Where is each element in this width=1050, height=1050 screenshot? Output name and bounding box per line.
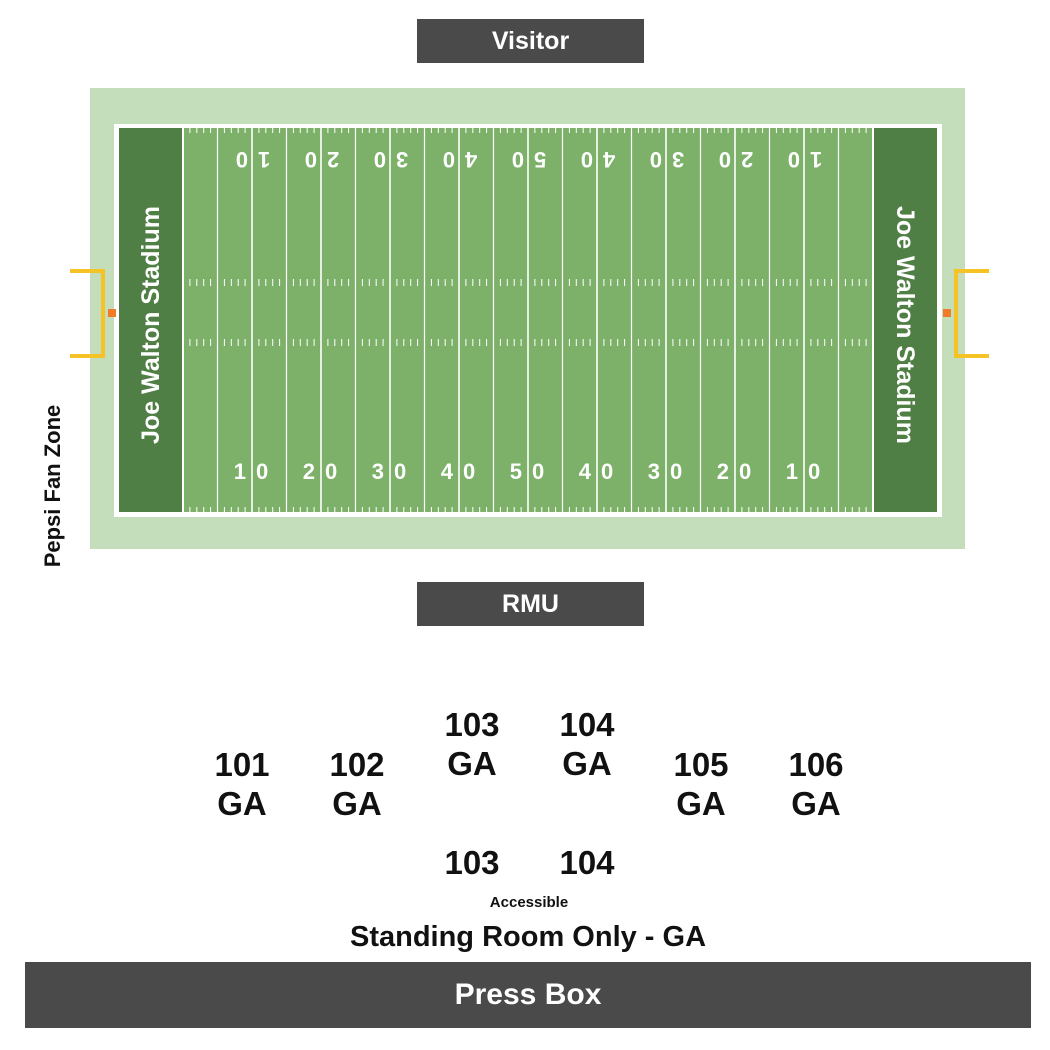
- pepsi-fan-zone-label[interactable]: Pepsi Fan Zone: [40, 404, 65, 568]
- section-101[interactable]: 101 GA: [214, 745, 269, 823]
- yard-number: 1 0: [786, 147, 823, 172]
- yard-number: 4 0: [579, 459, 616, 484]
- section-type: GA: [791, 785, 841, 822]
- yard-number: 5 0: [510, 459, 547, 484]
- section-type: GA: [562, 745, 612, 782]
- yard-number: 5 0: [510, 147, 547, 172]
- section-number: 101: [214, 746, 270, 783]
- end-zone-right: [873, 128, 937, 512]
- yard-number: 2 0: [303, 459, 340, 484]
- section-type: GA: [676, 785, 726, 822]
- section-type: GA: [217, 785, 267, 822]
- yard-number: 3 0: [372, 459, 409, 484]
- section-106[interactable]: 106 GA: [788, 745, 843, 823]
- home-section-label[interactable]: RMU: [417, 582, 644, 626]
- hash-marks: [189, 128, 867, 512]
- section-105[interactable]: 105 GA: [673, 745, 728, 823]
- section-103[interactable]: 103 GA: [444, 705, 499, 783]
- yard-number: 2 0: [717, 459, 754, 484]
- section-number: 106: [788, 746, 844, 783]
- yard-number: 3 0: [648, 147, 685, 172]
- yard-lines: [182, 128, 874, 512]
- section-104[interactable]: 104 GA: [559, 705, 614, 783]
- end-zone-left-text: Joe Walton Stadium: [137, 206, 165, 444]
- section-type: GA: [447, 745, 497, 782]
- goal-post-right-icon: [943, 269, 989, 358]
- section-103-accessible[interactable]: 103: [444, 844, 500, 881]
- yard-number: 3 0: [372, 147, 409, 172]
- yard-number: 4 0: [441, 459, 478, 484]
- section-number: 105: [673, 746, 729, 783]
- yard-numbers-bottom: 1 0 2 0 3 0 4 0 5 0 4 0 3 0 2 0 1 0: [234, 459, 823, 484]
- yard-number: 1 0: [786, 459, 823, 484]
- press-box-label[interactable]: Press Box: [25, 962, 1031, 1028]
- goal-post-left-icon: [70, 269, 116, 358]
- football-field: 1 0 2 0 3 0 4 0 5 0 4 0 3 0 2 0 1 0 1 0 2 0 3 0 4 0…: [70, 88, 989, 549]
- standing-room-section[interactable]: Standing Room Only - GA: [349, 921, 707, 953]
- yard-number: 4 0: [579, 147, 616, 172]
- yard-number: 4 0: [441, 147, 478, 172]
- yard-number: 3 0: [648, 459, 685, 484]
- section-number: 102: [329, 746, 385, 783]
- yard-numbers-top: 1 0 2 0 3 0 4 0 5 0 4 0 3 0 2 0 1 0: [234, 147, 823, 172]
- section-102[interactable]: 102 GA: [329, 745, 384, 823]
- visitor-section-label[interactable]: Visitor: [417, 19, 644, 63]
- yard-number: 2 0: [303, 147, 340, 172]
- section-number: 104: [559, 706, 615, 743]
- yard-number: 2 0: [717, 147, 754, 172]
- yard-number: 1 0: [234, 459, 271, 484]
- end-zone-left: [119, 128, 183, 512]
- section-104-accessible[interactable]: 104: [559, 844, 615, 881]
- end-zone-right-text: Joe Walton Stadium: [891, 206, 919, 444]
- section-type: GA: [332, 785, 382, 822]
- accessible-label: Accessible: [489, 894, 569, 911]
- section-number: 103: [444, 706, 500, 743]
- yard-number: 1 0: [234, 147, 271, 172]
